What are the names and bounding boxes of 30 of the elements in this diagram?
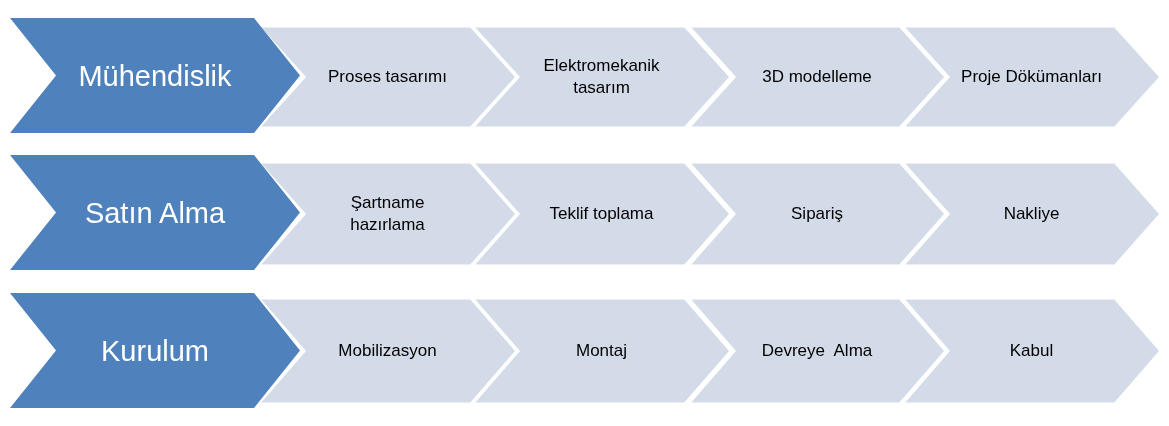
process-step-shape: [258, 298, 517, 404]
step-label: Şartname hazırlama: [349, 192, 426, 236]
process-step-shape: [258, 26, 517, 128]
stage-header-shape: [10, 155, 300, 270]
step-label: Mobilizasyon: [337, 340, 438, 362]
stage-title: Mühendislik: [77, 59, 233, 92]
stage-title: Kurulum: [100, 334, 210, 367]
step-label: Elektromekanik tasarım: [542, 55, 661, 99]
stage-header-shape: [10, 293, 300, 408]
process-step-shape: [688, 162, 946, 266]
step-label: Devreye Alma: [760, 340, 874, 362]
process-step-shape: [258, 162, 517, 266]
process-step-shape: [902, 26, 1161, 128]
step-label: Teklif toplama: [548, 203, 655, 225]
step-label: Sipariş: [790, 203, 844, 225]
process-step-shape: [472, 298, 731, 404]
stage-header-shape: [10, 18, 300, 133]
step-label: Montaj: [575, 340, 628, 362]
process-step-shape: [902, 162, 1161, 266]
process-step-shape: [902, 298, 1161, 404]
step-label: Nakliye: [1002, 203, 1061, 225]
step-label: 3D modelleme: [761, 66, 873, 88]
process-step-shape: [472, 26, 731, 128]
step-label: Proses tasarımı: [326, 66, 448, 88]
stage-title: Satın Alma: [83, 196, 227, 229]
process-step-shape: [688, 26, 946, 128]
step-label: Kabul: [1008, 340, 1055, 362]
process-step-shape: [688, 298, 946, 404]
step-label: Proje Dökümanları: [960, 66, 1103, 88]
process-step-shape: [472, 162, 731, 266]
